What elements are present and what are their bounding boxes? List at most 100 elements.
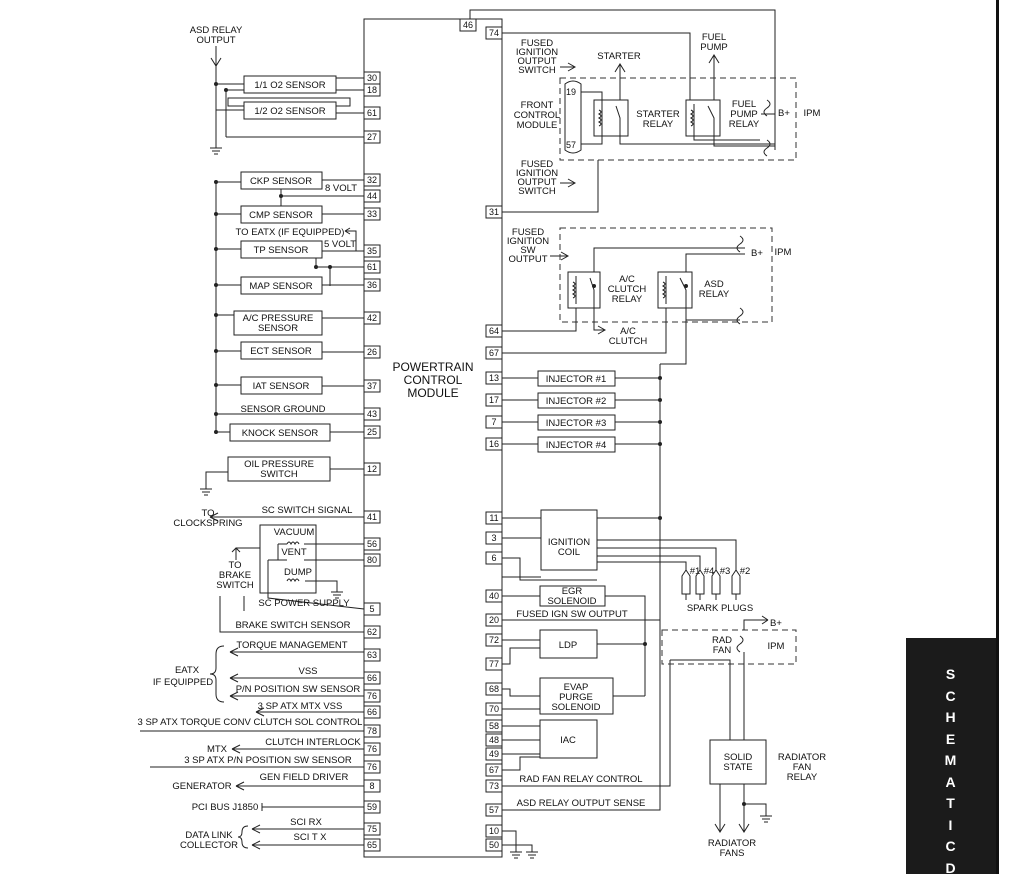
ldp-label: LDP (559, 640, 577, 651)
mtx-label: MTX (207, 744, 228, 755)
left-sig-pin-3: 5 (369, 604, 374, 614)
fused-ign-out-1-l1: FUSED (521, 38, 553, 49)
iac-box (539, 719, 598, 759)
right-pin-6: 17 (489, 395, 499, 405)
vacuum-label: VACUUM (274, 527, 315, 538)
left-sig-pin-13: 59 (367, 802, 377, 812)
evap-l3: SOLENOID (551, 702, 600, 713)
right-pin-15: 77 (489, 659, 499, 669)
front-control-module-body (564, 80, 582, 154)
brake-switch-wire (219, 596, 364, 633)
ac-clutch-l2: CLUTCH (609, 336, 648, 347)
o2-sensor-1-2-label: 1/2 O2 SENSOR (254, 106, 325, 117)
ac-pressure-sensor-label-1: A/C PRESSURE (243, 313, 314, 324)
injector-label-2: INJECTOR #2 (546, 396, 607, 407)
rad-fan-relay-control-label: RAD FAN RELAY CONTROL (519, 774, 642, 785)
left-sig-pin-14: 75 (367, 824, 377, 834)
ac-pressure-wires (216, 314, 364, 319)
to-brake-label-1: TO (228, 560, 241, 571)
ac-clutch-l1: A/C (620, 326, 636, 337)
vss-arrow (229, 673, 364, 683)
asd-sense-wire (502, 520, 661, 811)
left-pin-5: 44 (367, 191, 377, 201)
right-pin-0: 46 (463, 20, 473, 30)
sensor-ground-label: SENSOR GROUND (241, 404, 326, 415)
right-pin-3: 64 (489, 326, 499, 336)
ac-clutch-relay-coil (571, 276, 595, 304)
o2-sensor-1-1-label: 1/1 O2 SENSOR (254, 80, 325, 91)
asd-relay-l2: RELAY (699, 289, 730, 300)
fused-ign-sw-out-l3: SW (520, 245, 535, 256)
mid-fuses (736, 235, 744, 325)
fuel-pump-label-1: FUEL (702, 32, 726, 43)
left-sig-pin-9: 78 (367, 726, 377, 736)
oil-pressure-wires (200, 468, 364, 496)
rad-fan-relay-l3: RELAY (787, 772, 818, 783)
oil-pressure-switch-box (227, 456, 331, 482)
front-control-l2: CONTROL (514, 110, 560, 121)
mtx-vss-label: 3 SP ATX MTX VSS (258, 701, 343, 712)
iat-sensor-label: IAT SENSOR (253, 381, 310, 392)
tcc-label: 3 SP ATX TORQUE CONV CLUTCH SOL CONTROL (138, 717, 363, 728)
bplus-bottom-label: B+ (770, 618, 782, 629)
right-pin-14: 72 (489, 635, 499, 645)
knock-sensor-label: KNOCK SENSOR (242, 428, 319, 439)
ipm-mid-label: IPM (775, 247, 792, 258)
pn-position-arrow (229, 691, 364, 701)
fused-ign-out-1-l2: IGNITION (516, 47, 558, 58)
gen-field-arrow (235, 781, 364, 791)
generator-label: GENERATOR (172, 781, 231, 792)
right-pin-7: 7 (491, 417, 496, 427)
right-pin-13: 20 (489, 615, 499, 625)
egr-wiring (502, 595, 660, 696)
fp-relay-l2: PUMP (730, 109, 757, 120)
right-pin-18: 58 (489, 721, 499, 731)
eatx-label-1: EATX (175, 665, 200, 676)
ldp-wiring (502, 643, 645, 665)
vent-label: VENT (281, 547, 307, 558)
ac-pressure-sensor-label-2: SENSOR (258, 323, 298, 334)
bplus-mid-label: B+ (751, 248, 763, 259)
torque-mgmt-label: TORQUE MANAGEMENT (236, 640, 347, 651)
solid-state-l2: STATE (723, 762, 752, 773)
torque-mgmt-arrow (229, 647, 364, 657)
rad-fan-relay-l2: FAN (793, 762, 812, 773)
fused-ign-out-1-l3: OUTPUT (517, 56, 556, 67)
starter-relay-l2: RELAY (643, 119, 674, 130)
evap-wiring (502, 688, 645, 710)
to-eatx-label: TO EATX (IF EQUIPPED) (236, 227, 345, 238)
starter-label: STARTER (597, 51, 641, 62)
spark-plug-num-1: #1 (690, 566, 701, 577)
injector-label-1: INJECTOR #1 (546, 374, 607, 385)
sci-rx-arrow (251, 824, 364, 834)
left-pin-15: 12 (367, 464, 377, 474)
ect-sensor-label: ECT SENSOR (250, 346, 312, 357)
eatx-label-2: IF EQUIPPED (153, 677, 213, 688)
data-link-brace (237, 825, 249, 849)
pcm-title-2: CONTROL (404, 373, 463, 387)
sc-servo-wiring (267, 541, 365, 610)
starter-relay-coil (597, 104, 621, 132)
fused-ign-sw-out-l1: FUSED (512, 227, 544, 238)
left-pin-11: 26 (367, 347, 377, 357)
rad-fan-relay-l1: RADIATOR (778, 752, 826, 763)
left-sig-pin-2: 80 (367, 555, 377, 565)
eatx-brace (209, 645, 225, 703)
egr-l2: SOLENOID (547, 596, 596, 607)
evap-l2: PURGE (559, 692, 593, 703)
egr-l1: EGR (562, 586, 583, 597)
evap-l1: EVAP (564, 682, 589, 693)
left-pin-1: 18 (367, 85, 377, 95)
pn-3sp-label: 3 SP ATX P/N POSITION SW SENSOR (184, 755, 352, 766)
solid-state-outputs (714, 784, 772, 833)
left-sig-pin-7: 76 (367, 691, 377, 701)
radiator-fans-l2: FANS (720, 848, 745, 859)
pin31-wire (502, 160, 599, 213)
ignition-coil-l2: COIL (558, 547, 580, 558)
left-pin-3: 27 (367, 132, 377, 142)
left-sig-pin-1: 56 (367, 539, 377, 549)
left-sig-pin-12: 8 (369, 781, 374, 791)
ac-clutch-relay-l1: A/C (619, 274, 635, 285)
tp-sensor-label: TP SENSOR (254, 245, 309, 256)
